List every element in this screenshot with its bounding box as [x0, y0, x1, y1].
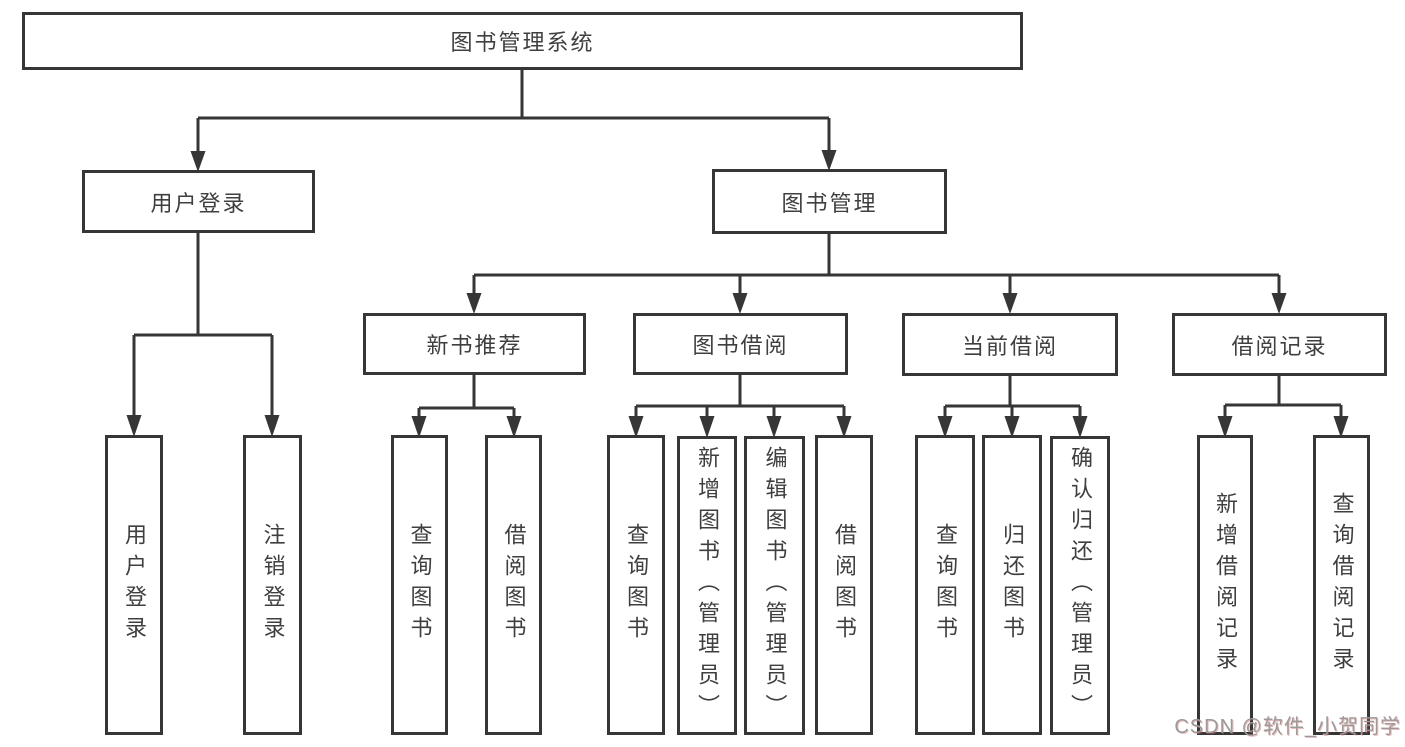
node-current-borrowing: 当前借阅: [902, 313, 1118, 376]
arrow-down-icon: [766, 416, 782, 438]
node-leaf-borrow-books-2: 借阅图书: [815, 435, 873, 735]
arrow-down-icon: [821, 150, 837, 171]
connector-paths: [132, 70, 1343, 423]
arrow-down-icon: [190, 151, 206, 172]
arrow-down-icon: [1333, 416, 1349, 438]
arrow-down-icon: [937, 416, 953, 438]
arrow-down-icon: [628, 416, 644, 438]
node-leaf-return-book: 归还图书: [982, 435, 1042, 735]
arrow-down-icon: [466, 293, 482, 314]
arrow-down-icon: [126, 415, 142, 437]
node-leaf-query-borrow-record: 查询借阅记录: [1313, 435, 1370, 735]
node-leaf-add-book-admin: 新增图书（管理员）: [677, 436, 737, 735]
arrow-down-icon: [411, 416, 427, 438]
node-new-book-recommend: 新书推荐: [363, 313, 586, 375]
arrowhead-icons: [126, 150, 1349, 438]
node-leaf-query-books-2: 查询图书: [607, 435, 665, 735]
node-leaf-user-login: 用户登录: [105, 435, 163, 735]
arrow-down-icon: [264, 415, 280, 437]
node-leaf-add-borrow-record: 新增借阅记录: [1197, 435, 1253, 735]
node-leaf-borrow-books-1: 借阅图书: [485, 435, 542, 735]
node-user-login-branch: 用户登录: [82, 170, 315, 233]
node-leaf-edit-book-admin: 编辑图书（管理员）: [744, 436, 805, 735]
arrow-down-icon: [732, 293, 748, 314]
node-book-management-branch: 图书管理: [712, 169, 947, 234]
node-book-borrowing: 图书借阅: [633, 313, 848, 375]
arrow-down-icon: [1217, 416, 1233, 438]
node-leaf-confirm-return-admin: 确认归还（管理员）: [1050, 436, 1110, 735]
node-leaf-logout: 注销登录: [243, 435, 302, 735]
arrow-down-icon: [1271, 293, 1287, 314]
arrow-down-icon: [1072, 416, 1088, 438]
arrow-down-icon: [699, 416, 715, 438]
arrow-down-icon: [1002, 293, 1018, 314]
node-borrow-records: 借阅记录: [1172, 313, 1387, 376]
node-leaf-query-books-1: 查询图书: [391, 435, 448, 735]
arrow-down-icon: [506, 416, 522, 438]
arrow-down-icon: [836, 416, 852, 438]
node-leaf-query-books-3: 查询图书: [915, 435, 975, 735]
node-root-system: 图书管理系统: [22, 12, 1023, 70]
arrow-down-icon: [1004, 416, 1020, 438]
